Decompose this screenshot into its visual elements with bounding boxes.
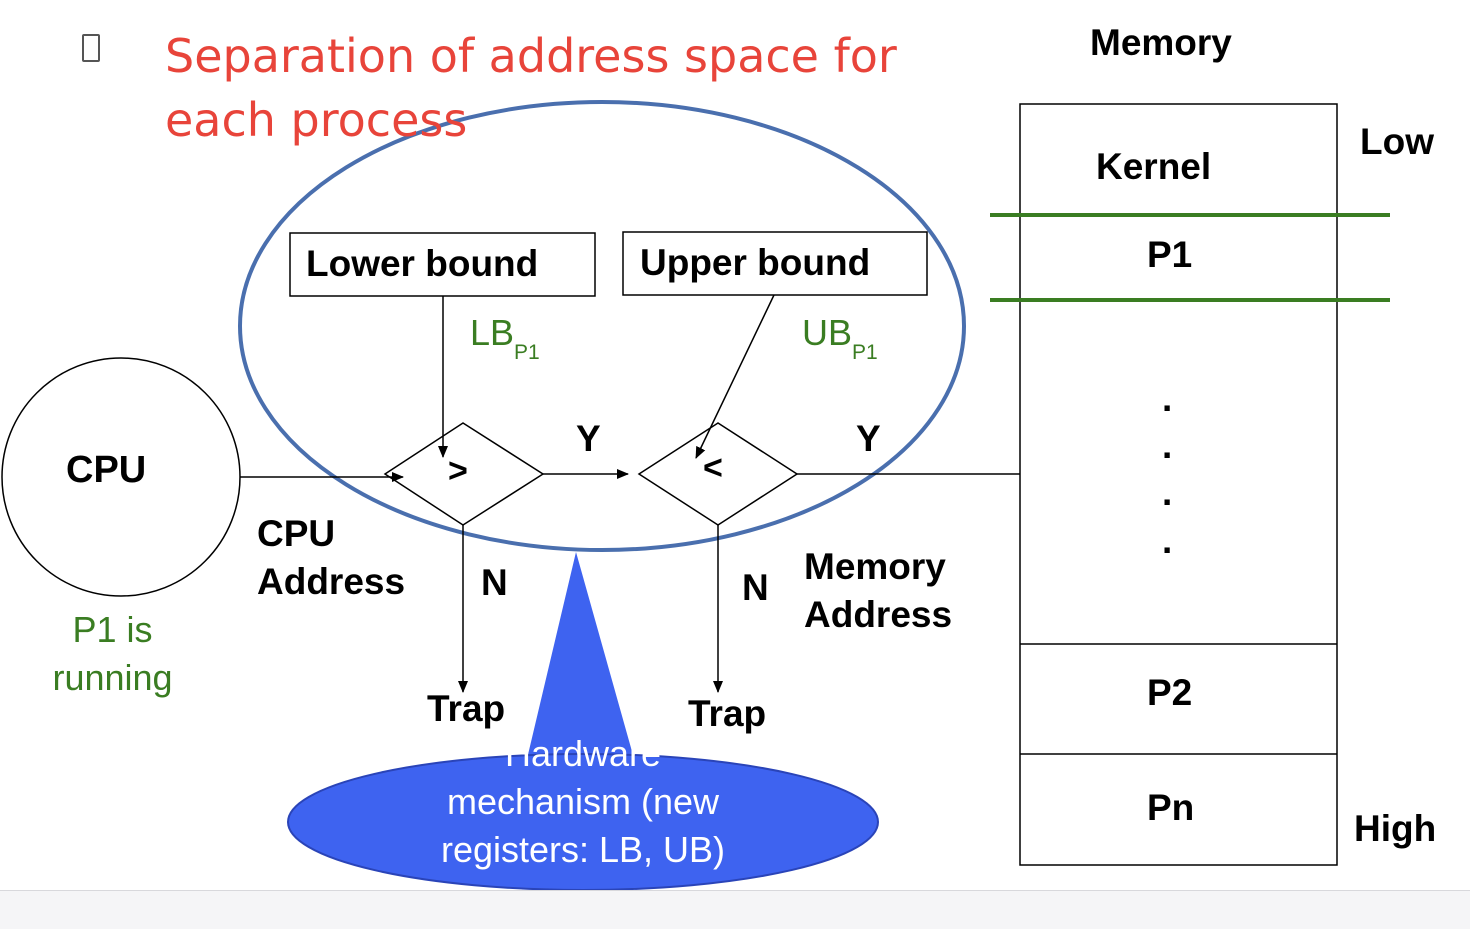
memory-ellipsis-4: .: [1162, 520, 1173, 561]
memory-ellipsis-1: .: [1162, 378, 1173, 419]
less-than-symbol: <: [703, 449, 723, 487]
slide-title: Separation of address space for each pro…: [165, 29, 897, 147]
trap-label-1: Trap: [427, 688, 506, 729]
trap-label-2: Trap: [688, 693, 767, 734]
memory-segment-p2: P2: [1147, 672, 1193, 713]
no-label-2: N: [742, 567, 769, 608]
upper-bound-label: Upper bound: [640, 242, 871, 283]
hardware-ellipse: [238, 100, 966, 552]
lb-main: LB: [470, 312, 515, 353]
callout-text: Hardware mechanism (new registers: LB, U…: [440, 733, 726, 870]
bottom-bar: [0, 890, 1470, 929]
memory-ellipsis-2: .: [1162, 425, 1173, 466]
ub-subscript: P1: [852, 341, 878, 364]
memory-block: [1019, 103, 1338, 866]
ub-main: UB: [802, 312, 853, 353]
memory-ellipsis-3: .: [1162, 472, 1173, 513]
ub-to-comparator-arrow: [695, 294, 775, 459]
memory-segment-pn: Pn: [1147, 787, 1195, 828]
greater-than-symbol: >: [448, 452, 468, 490]
cpu-address-label: CPU Address: [257, 513, 406, 602]
cpu-label: CPU: [66, 449, 147, 491]
low-label: Low: [1360, 121, 1434, 162]
cpu-status: P1 is running: [52, 609, 173, 698]
no-label-1: N: [481, 562, 508, 603]
lb-register-value: LBP1: [470, 312, 540, 364]
lower-bound-label: Lower bound: [306, 243, 539, 284]
callout-pointer: [522, 552, 640, 780]
lb-subscript: P1: [514, 341, 540, 364]
ub-register-value: UBP1: [802, 312, 878, 364]
yes-label-1: Y: [576, 418, 601, 459]
memory-segment-p1: P1: [1147, 234, 1193, 275]
upper-bound-box: [622, 231, 928, 296]
memory-address-label: Memory Address: [804, 546, 953, 635]
square-bullet-icon: [82, 34, 100, 62]
high-label: High: [1354, 808, 1437, 849]
yes-label-2: Y: [856, 418, 881, 459]
memory-heading: Memory: [1090, 22, 1232, 63]
memory-segment-kernel: Kernel: [1096, 146, 1212, 187]
